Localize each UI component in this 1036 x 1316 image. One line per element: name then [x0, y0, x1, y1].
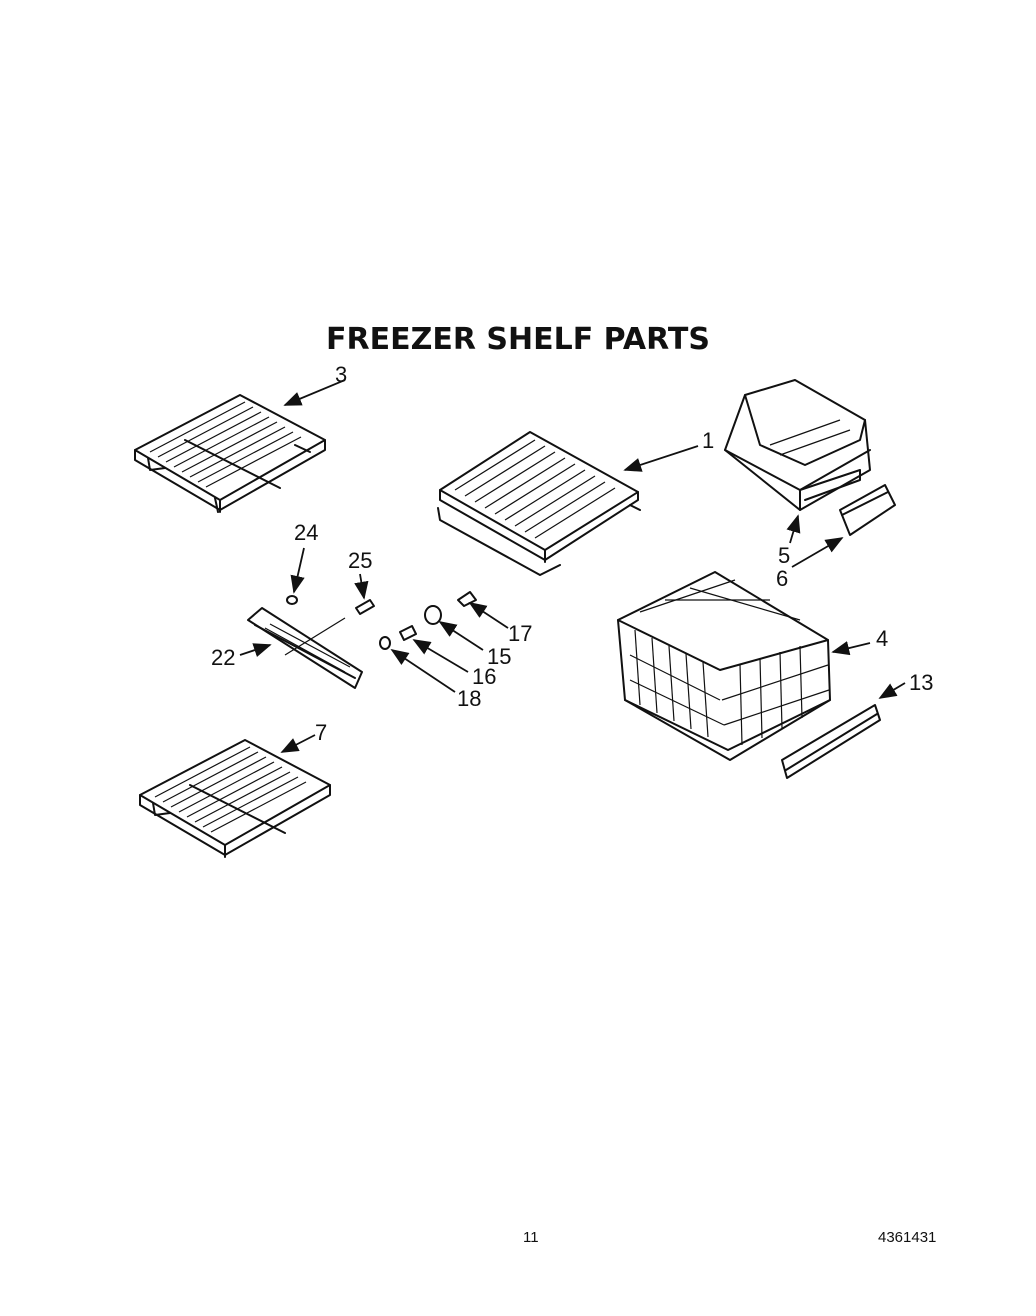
callout-4: 4: [876, 626, 889, 651]
part-24-screw: [286, 595, 298, 605]
callout-22: 22: [211, 645, 236, 670]
leader-24: [290, 547, 305, 594]
leader-5: [786, 514, 801, 544]
leader-22: [239, 643, 272, 657]
part-4-wire-basket: [617, 571, 831, 761]
leader-25: [354, 573, 369, 600]
page-number: 11: [523, 1229, 539, 1246]
part-25-pin: [355, 599, 375, 615]
callout-6: 6: [776, 566, 789, 591]
leader-6: [791, 537, 844, 568]
leader-15: [438, 621, 484, 651]
part-17-bolt: [457, 591, 477, 607]
leader-13: [878, 682, 906, 699]
part-13-basket-trim: [781, 704, 881, 779]
callout-13: 13: [909, 670, 934, 695]
callout-5: 5: [778, 543, 791, 568]
part-1-solid-shelf: [437, 431, 641, 576]
part-22-shelf-rail: [247, 607, 363, 689]
leader-4: [831, 641, 871, 656]
part-18-washer: [379, 636, 391, 650]
leader-7: [280, 734, 316, 753]
document-number: 4361431: [878, 1229, 937, 1246]
callout-7: 7: [315, 720, 328, 745]
callout-18: 18: [457, 686, 482, 711]
leader-17: [468, 602, 509, 629]
callout-25: 25: [348, 548, 373, 573]
callout-3: 3: [335, 362, 348, 387]
diagram-title: FREEZER SHELF PARTS: [326, 322, 710, 357]
leader-16: [412, 639, 469, 673]
callout-1: 1: [702, 428, 715, 453]
callout-15: 15: [487, 644, 512, 669]
part-6-bin-trim: [839, 484, 896, 536]
callout-24: 24: [294, 520, 319, 545]
part-5-freezer-bin: [724, 379, 871, 511]
part-15-roller: [424, 605, 442, 625]
part-3-wire-shelf: [134, 394, 326, 513]
callout-17: 17: [508, 621, 533, 646]
leader-3: [283, 379, 346, 406]
part-16-spacer: [399, 625, 417, 641]
leader-1: [623, 445, 699, 472]
part-7-wire-shelf: [139, 739, 331, 858]
leader-18: [390, 649, 456, 693]
callout-16: 16: [472, 664, 497, 689]
